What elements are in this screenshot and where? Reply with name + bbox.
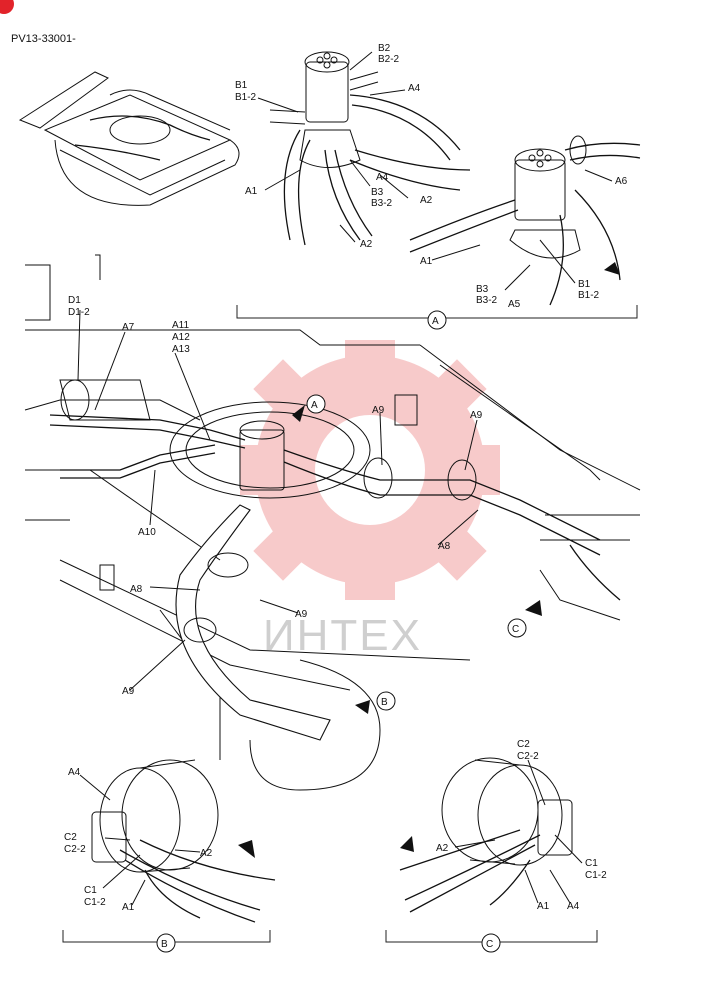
leader-lines [77, 51, 613, 906]
label-b1: B1 [235, 80, 248, 91]
label-b1-right: B1 [578, 279, 591, 290]
label-a9-right: A9 [470, 410, 483, 421]
view-a-circle [427, 310, 447, 330]
label-c-c1-2: C1-2 [585, 870, 607, 881]
detail-b [91, 759, 276, 923]
detail-a-right [409, 135, 641, 306]
label-b3: B3 [371, 187, 384, 198]
label-a10: A10 [138, 527, 156, 538]
label-a9-low: A9 [122, 686, 135, 697]
view-c-circle [481, 933, 501, 953]
label-d1-2: D1-2 [68, 307, 90, 318]
label-a11: A11 [172, 320, 189, 331]
label-a2-low: A2 [360, 239, 373, 250]
label-a2: A2 [420, 195, 433, 206]
document-code: PV13-33001- [11, 33, 76, 45]
label-b-c2: C2 [64, 832, 77, 843]
label-a13: A13 [172, 344, 190, 355]
detail-a-left [269, 51, 471, 246]
label-a8-right: A8 [438, 541, 451, 552]
label-a9-mid: A9 [295, 609, 308, 620]
label-d1: D1 [68, 295, 81, 306]
view-a-mark [306, 394, 326, 414]
label-c-c1: C1 [585, 858, 598, 869]
label-a4-top: A4 [408, 83, 421, 94]
label-b3-2: B3-2 [371, 198, 393, 209]
watermark-text: ИНТЕХ [263, 611, 422, 660]
main-hoses [49, 405, 621, 791]
view-c-mark-label: C [512, 624, 519, 635]
label-c-a4: A4 [567, 901, 580, 912]
label-c-c2: C2 [517, 739, 530, 750]
view-b-label: B [161, 939, 168, 950]
main-frame [24, 254, 641, 760]
label-a1: A1 [245, 186, 258, 197]
label-a7: A7 [122, 322, 135, 333]
corner-badge [0, 0, 14, 14]
label-a1-right: A1 [420, 256, 433, 267]
machine-thumbnail [18, 71, 240, 206]
label-b-a2: A2 [200, 848, 213, 859]
label-c-a2: A2 [436, 843, 449, 854]
label-a4: A4 [376, 172, 389, 183]
label-b-a4: A4 [68, 767, 81, 778]
label-c-c2-2: C2-2 [517, 751, 539, 762]
view-c-label: C [486, 939, 493, 950]
view-b-mark [376, 691, 396, 711]
label-a5: A5 [508, 299, 521, 310]
label-a6: A6 [615, 176, 628, 187]
label-b1-2: B1-2 [235, 92, 257, 103]
view-c-mark [507, 618, 527, 638]
label-b3-2-right: B3-2 [476, 295, 498, 306]
label-a8-left: A8 [130, 584, 143, 595]
label-b1-2-right: B1-2 [578, 290, 600, 301]
label-b2: B2 [378, 43, 391, 54]
label-b3-right: B3 [476, 284, 489, 295]
view-b-mark-label: B [381, 697, 388, 708]
label-b-c2-2: C2-2 [64, 844, 86, 855]
view-a-mark-label: A [311, 400, 318, 411]
detail-c [399, 757, 573, 913]
label-a9-left: A9 [372, 405, 385, 416]
label-b-c1-2: C1-2 [84, 897, 106, 908]
label-b-a1: A1 [122, 902, 135, 913]
view-b-circle [156, 933, 176, 953]
label-a12: A12 [172, 332, 190, 343]
view-a-label: A [432, 316, 439, 327]
watermark-gear [240, 340, 500, 600]
label-c-a1: A1 [537, 901, 550, 912]
label-b2-2: B2-2 [378, 54, 400, 65]
label-b-c1: C1 [84, 885, 97, 896]
